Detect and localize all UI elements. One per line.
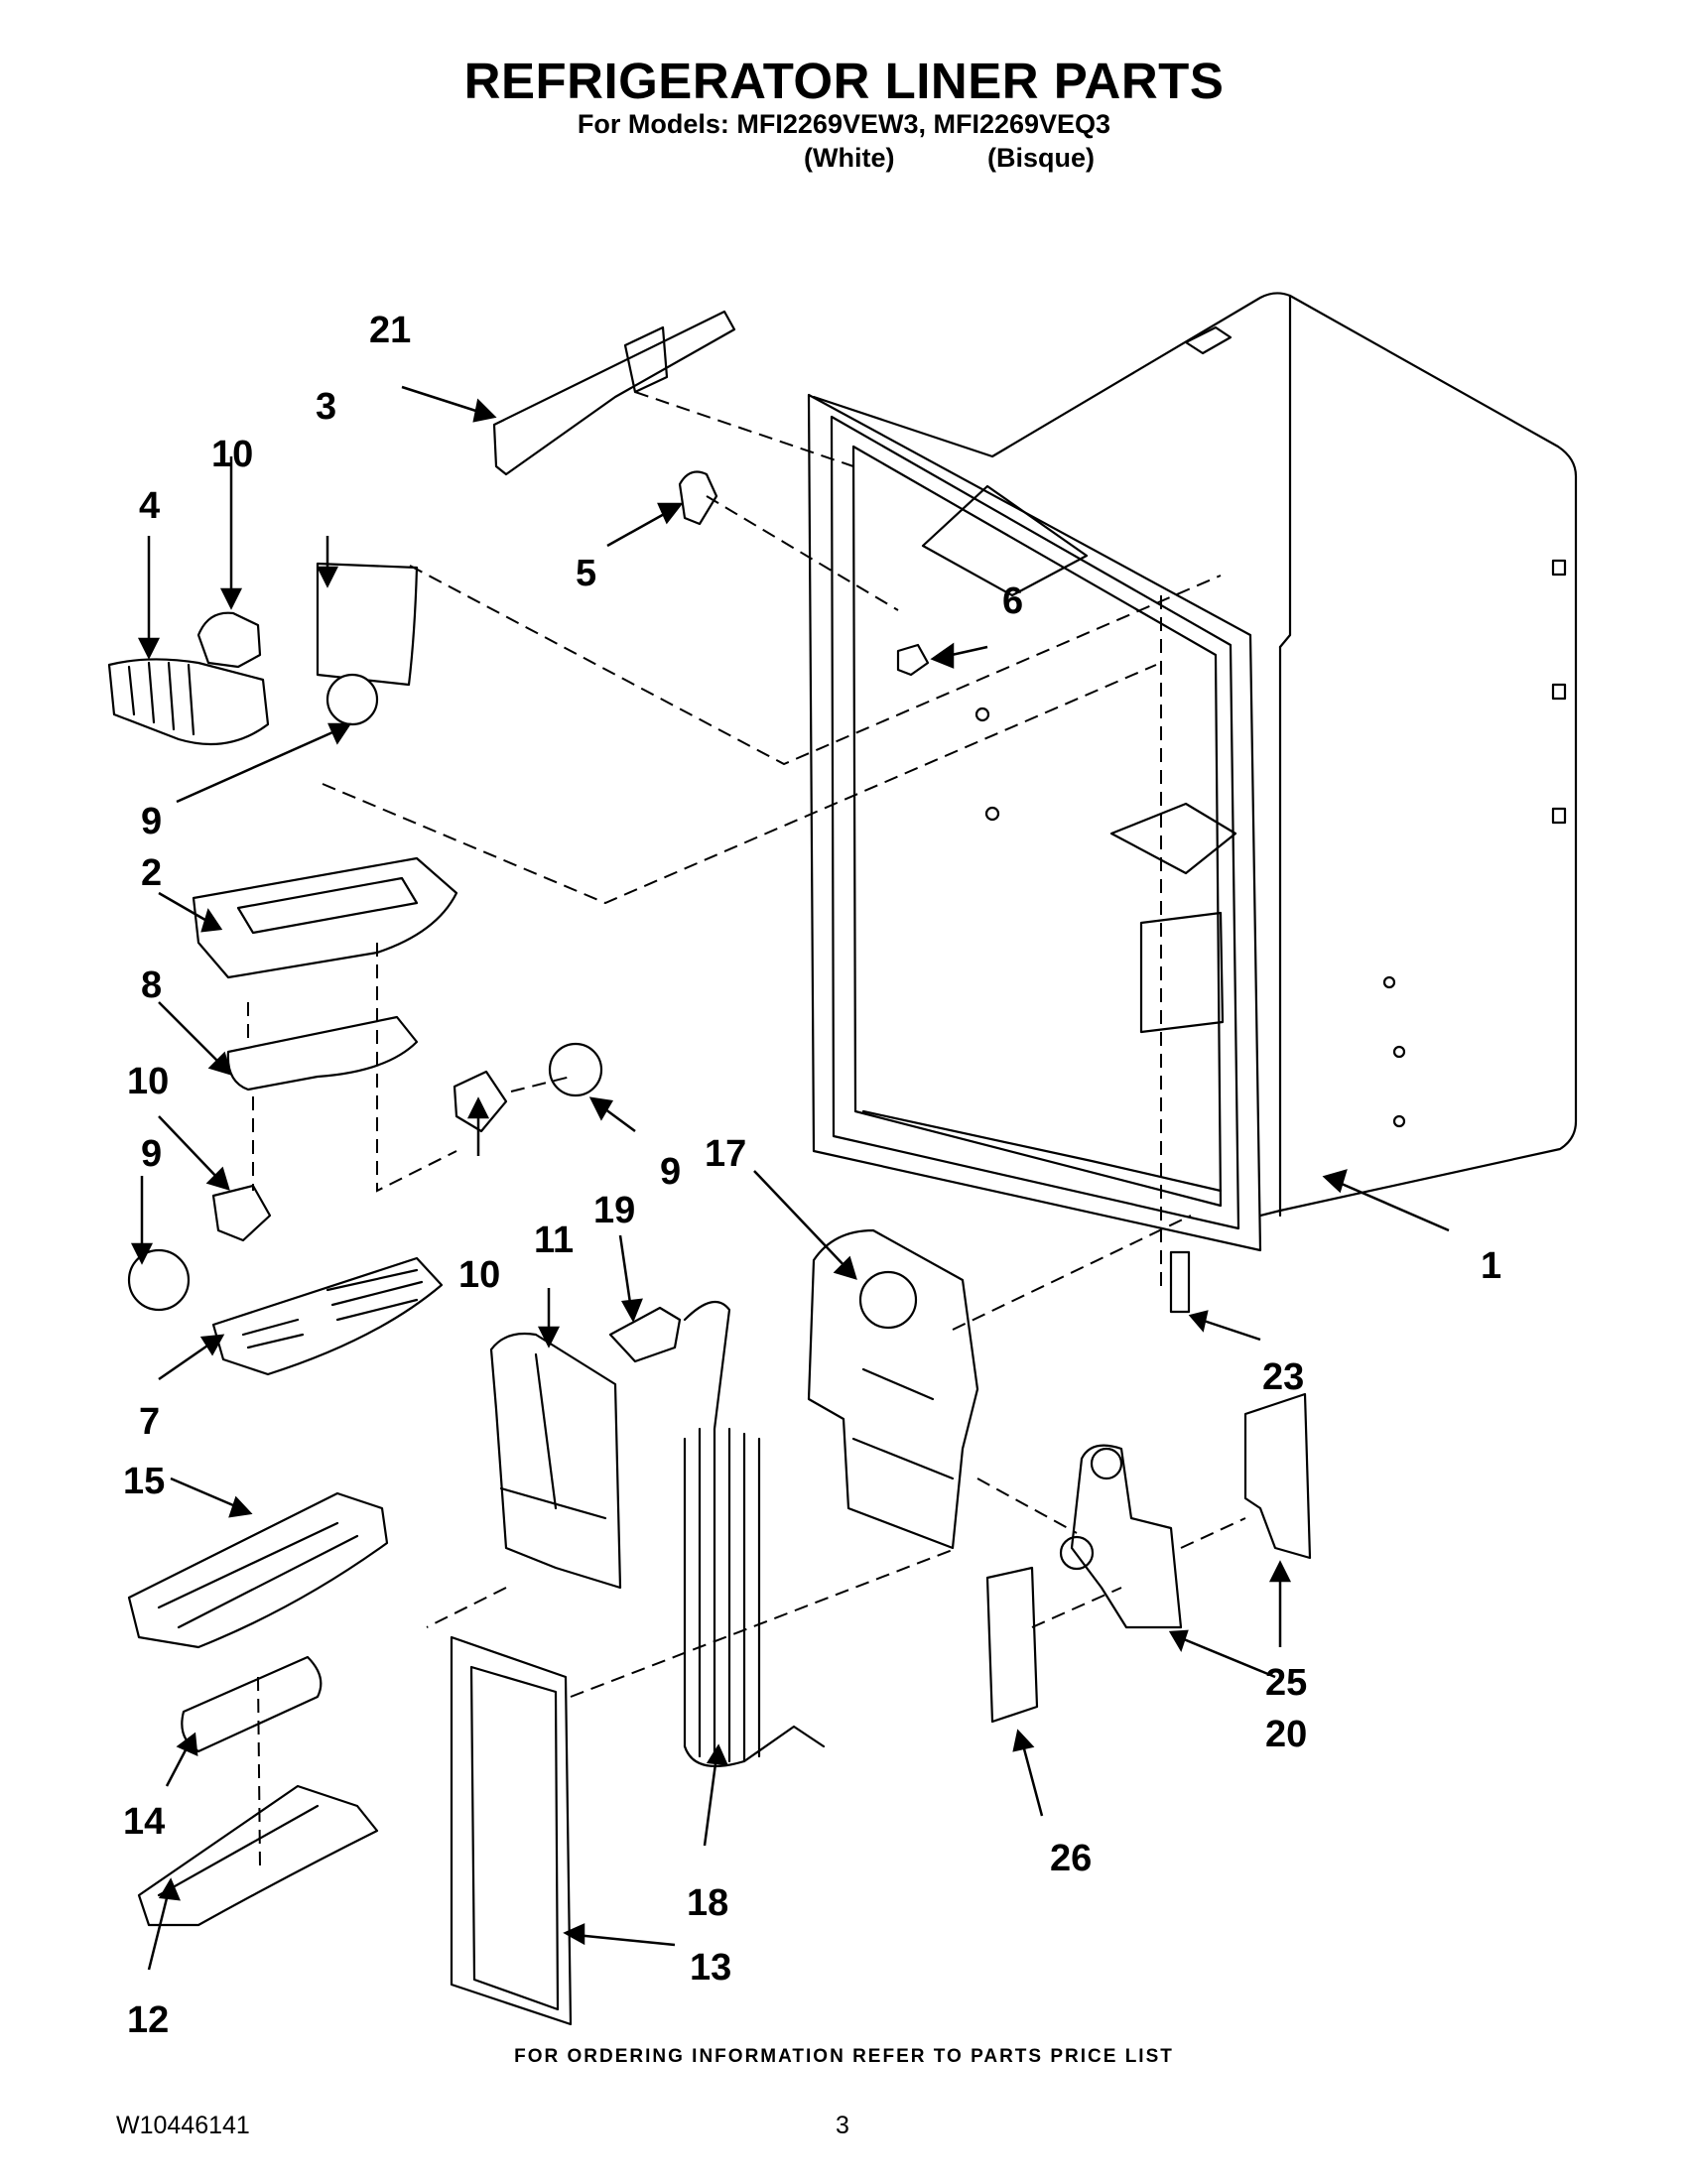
callout-6: 6 bbox=[1002, 580, 1023, 622]
callout-9: 9 bbox=[660, 1151, 681, 1193]
callout-10: 10 bbox=[127, 1061, 169, 1102]
callout-17: 17 bbox=[705, 1133, 746, 1175]
variant-white: (White) bbox=[804, 143, 895, 173]
ordering-note: FOR ORDERING INFORMATION REFER TO PARTS … bbox=[514, 2046, 1174, 2067]
callout-10: 10 bbox=[211, 434, 253, 475]
liner-cabinet bbox=[807, 292, 1578, 1314]
callout-5: 5 bbox=[576, 553, 596, 594]
callout-4: 4 bbox=[139, 485, 160, 527]
page-title: REFRIGERATOR LINER PARTS bbox=[463, 53, 1225, 109]
callout-21: 21 bbox=[369, 310, 411, 351]
callout-26: 26 bbox=[1050, 1838, 1092, 1879]
page-number: 3 bbox=[836, 2112, 849, 2139]
model-subtitle: For Models: MFI2269VEW3, MFI2269VEQ3 bbox=[577, 109, 1111, 139]
document-number: W10446141 bbox=[116, 2112, 250, 2139]
callout-18: 18 bbox=[687, 1882, 728, 1924]
callout-23: 23 bbox=[1262, 1356, 1304, 1398]
callout-10: 10 bbox=[458, 1254, 500, 1296]
callout-14: 14 bbox=[123, 1801, 165, 1843]
callout-3: 3 bbox=[316, 386, 336, 428]
variant-bisque: (Bisque) bbox=[987, 143, 1095, 173]
callout-9: 9 bbox=[141, 1133, 162, 1175]
callout-8: 8 bbox=[141, 964, 162, 1006]
callout-20: 20 bbox=[1265, 1714, 1307, 1755]
callout-25: 25 bbox=[1265, 1662, 1307, 1704]
callout-7: 7 bbox=[139, 1401, 160, 1443]
callout-19: 19 bbox=[593, 1190, 635, 1231]
callout-1: 1 bbox=[1481, 1245, 1501, 1287]
callout-13: 13 bbox=[690, 1947, 731, 1989]
callout-9: 9 bbox=[141, 801, 162, 842]
callout-12: 12 bbox=[127, 1999, 169, 2041]
callout-2: 2 bbox=[141, 852, 162, 894]
callout-11: 11 bbox=[534, 1220, 574, 1261]
callout-15: 15 bbox=[123, 1461, 165, 1502]
